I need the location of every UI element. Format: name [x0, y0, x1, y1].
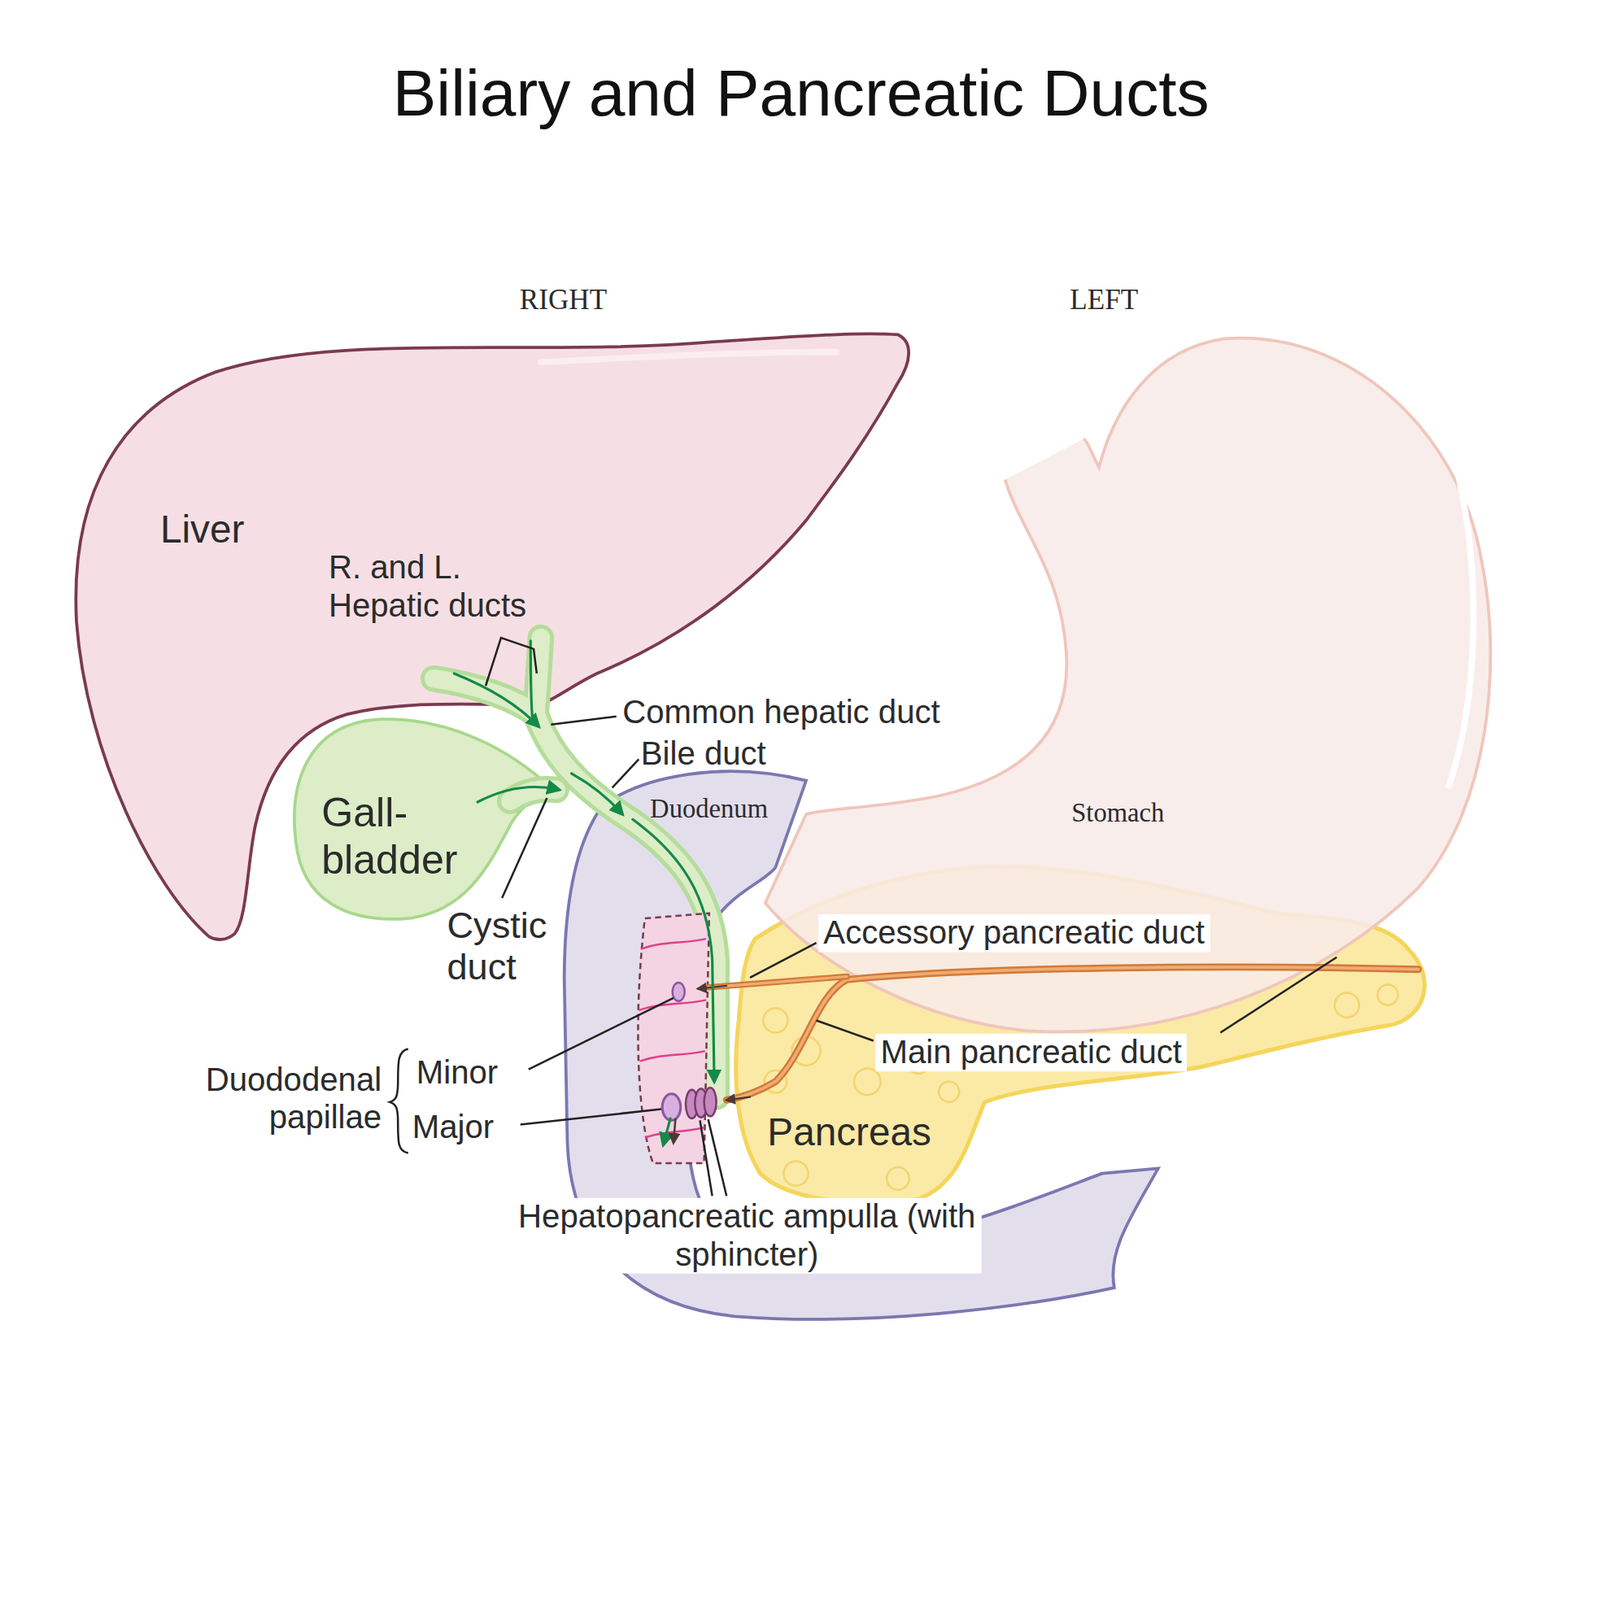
part-name: Bile duct [640, 734, 767, 772]
flow-arrow [632, 819, 715, 1082]
leader-line [612, 758, 640, 788]
leader-line [816, 1020, 874, 1041]
leader-line [528, 998, 674, 1070]
organ-name: Stomach [1071, 797, 1165, 829]
flow-arrow [726, 1097, 750, 1101]
pancreatic-ducts [697, 967, 1419, 1100]
flow-arrow [571, 773, 623, 815]
part-name: Hepatopancreatic ampulla (with sphincter… [512, 1198, 982, 1274]
sphincter-ring [704, 1087, 717, 1117]
leader-line [520, 1109, 662, 1125]
lobule [854, 1068, 881, 1095]
leader-lines [389, 637, 1337, 1196]
leader-line [708, 1119, 728, 1196]
side-label: LEFT [1002, 283, 1207, 317]
lobule [762, 1007, 788, 1033]
duodenal-wall-cutaway [637, 913, 709, 1164]
organ-name: Liver [160, 508, 245, 554]
lobule [1377, 985, 1399, 1006]
organ-name: Duodenum [649, 793, 768, 824]
flow-line [530, 640, 533, 720]
part-name: R. and L. Hepatic ducts [328, 549, 549, 624]
gallbladder-shape [294, 719, 551, 920]
organ-name: Gall- bladder [321, 789, 475, 883]
part-name: Minor [416, 1054, 498, 1092]
group-name: Duododenal papillae [181, 1061, 382, 1137]
main-duct-core [726, 967, 1419, 1100]
lobule [886, 1167, 910, 1191]
part-name: Accessory pancreatic duct [818, 914, 1210, 952]
leader-line [501, 797, 547, 899]
stomach-shape [765, 338, 1492, 1033]
flow-arrow [673, 1118, 676, 1143]
diagram-title: Biliary and Pancreatic Ducts [188, 56, 1413, 131]
fold-line [638, 999, 707, 1011]
lobule [1334, 993, 1360, 1018]
leader-line [550, 716, 616, 725]
fold-line [640, 938, 707, 950]
organ-name: Pancreas [767, 1110, 931, 1156]
lobule [783, 1161, 808, 1186]
leader-line [749, 942, 817, 978]
flow-arrow [662, 1118, 671, 1146]
liver-highlight [540, 352, 838, 363]
minor-papilla [672, 982, 685, 1002]
leader-line [1220, 957, 1337, 1034]
main-duct-outline [726, 967, 1419, 1100]
stomach-highlight [1448, 479, 1474, 786]
side-label: RIGHT [461, 283, 666, 317]
part-name: Major [412, 1107, 494, 1146]
part-name: Cystic duct [446, 903, 570, 989]
liver-shape [75, 333, 909, 940]
curly-brace [389, 1049, 409, 1154]
part-name: Common hepatic duct [622, 693, 940, 732]
major-papilla [662, 1094, 681, 1121]
lobule [938, 1081, 960, 1103]
flow-arrow [453, 673, 539, 727]
part-name: Main pancreatic duct [875, 1033, 1187, 1072]
fold-line [640, 1050, 706, 1062]
bracket-leader [485, 637, 537, 686]
